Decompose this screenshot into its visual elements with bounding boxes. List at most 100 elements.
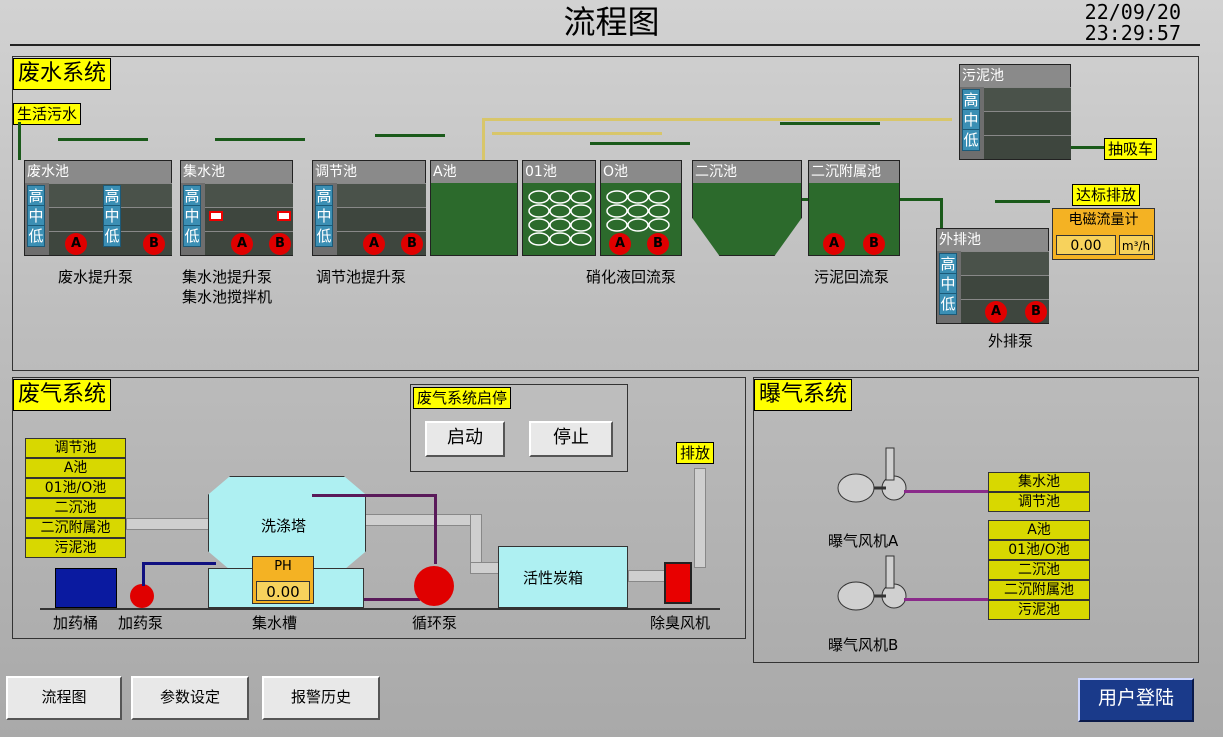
wastewater-system-label: 废水系统 [13,58,112,90]
nav-params-button[interactable]: 参数设定 [131,676,249,720]
pump-a-icon[interactable]: A [609,233,631,255]
flowmeter-panel: 电磁流量计 0.00 m³/h [1052,208,1155,260]
blower-b-caption: 曝气风机B [828,636,899,654]
page-title: 流程图 [563,3,660,41]
circ-pipe-down [434,494,437,564]
ph-value: 0.00 [256,581,310,601]
ph-panel: PH 0.00 [252,556,314,604]
level-low-indicator: 低 [939,293,957,315]
sludge-return-pump-caption: 污泥回流泵 [814,268,890,286]
pump-b-icon[interactable]: B [269,233,291,255]
discharge-label: 排放 [676,442,715,464]
aeration-panel [753,377,1199,663]
level-mid-indicator: 中 [183,205,201,227]
bay [961,275,1049,299]
nitrification-pump-caption: 硝化液回流泵 [586,268,677,286]
pipe-tj-a [375,134,445,137]
pipe-to-discharge [995,200,1050,203]
yellow-pipe-2 [492,132,662,135]
stack-duct [694,468,706,568]
scrubber-tower: 洗涤塔 [208,476,366,570]
pump-b-icon[interactable]: B [401,233,423,255]
circ-pipe-bottom [364,598,420,601]
level-high-indicator: 高 [27,185,45,207]
source-item: 二沉池 [25,498,126,518]
title-divider [10,44,1200,46]
regulating-pump-caption: 调节池提升泵 [316,268,407,286]
level-mid-indicator: 中 [103,205,121,227]
dosing-pipe [142,562,145,586]
level-mid-indicator: 中 [27,205,45,227]
pump-a-icon[interactable]: A [823,233,845,255]
air-pipe-b [904,598,988,601]
collection-lift-pump-caption: 集水池提升泵 [182,268,273,286]
duct-source-to-scrubber [126,518,210,530]
ground-line [40,608,720,610]
o1-pool-tank: 01池 [522,160,596,256]
collection-pool-title: 集水池 [181,161,292,183]
pump-b-icon[interactable]: B [863,233,885,255]
level-low-indicator: 低 [962,129,980,151]
start-stop-label: 废气系统启停 [413,387,512,409]
source-item: 污泥池 [25,538,126,558]
level-mid-indicator: 中 [939,273,957,295]
pump-a-icon[interactable]: A [985,301,1007,323]
outfall-pool-tank: 外排池 高 中 低 A B [936,228,1049,324]
clarifier-annex-title: 二沉附属池 [809,161,899,183]
regulating-pool-tank: 调节池 高 中 低 A B [312,160,426,256]
level-high-indicator: 高 [315,185,333,207]
blower-a-icon[interactable] [836,444,916,514]
flowmeter-unit: m³/h [1119,235,1153,255]
blower-a-caption: 曝气风机A [828,532,899,550]
dosing-tank [55,568,117,608]
stop-button[interactable]: 停止 [529,421,613,457]
blower-b-icon[interactable] [836,552,916,622]
aeration-media-icon [606,190,670,232]
pump-b-icon[interactable]: B [1025,301,1047,323]
pump-b-icon[interactable]: B [143,233,165,255]
circulation-pump-icon[interactable] [414,566,454,606]
pump-a-icon[interactable]: A [231,233,253,255]
ph-label: PH [274,559,292,574]
aeration-system-label: 曝气系统 [754,379,853,411]
pump-a-icon[interactable]: A [363,233,385,255]
exhaust-sources-list: 调节池 A池 01池/O池 二沉池 二沉附属池 污泥池 [25,438,126,558]
sump-caption: 集水槽 [252,614,298,632]
duct-scrubber-out [360,514,480,526]
o-pool-tank: O池 A B [600,160,682,256]
dosing-pump-icon[interactable] [130,584,154,608]
pipe-fs-js [58,138,148,141]
circulation-pump-caption: 循环泵 [412,614,458,632]
dosing-tank-caption: 加药桶 [53,614,99,632]
circ-pipe-top [312,494,436,497]
nav-flow-button[interactable]: 流程图 [6,676,122,720]
flowmeter-label: 电磁流量计 [1068,212,1139,228]
pump-b-icon[interactable]: B [647,233,669,255]
aeration-targets-list: 集水池 调节池 A池 01池/O池 二沉池 二沉附属池 污泥池 [988,472,1090,620]
target-item: 01池/O池 [988,540,1090,560]
source-item: 二沉附属池 [25,518,126,538]
level-high-indicator: 高 [183,185,201,207]
sludge-pool-title: 污泥池 [960,65,1070,87]
o-pool-title: O池 [601,161,681,183]
wastewater-panel [12,56,1199,371]
aeration-media-icon [528,190,592,246]
top-yellow-pipe [482,118,952,121]
o1-pool-title: 01池 [523,161,595,183]
deodor-fan-icon[interactable] [664,562,692,604]
start-button[interactable]: 启动 [425,421,505,457]
login-button[interactable]: 用户登陆 [1078,678,1194,722]
clarifier-annex-tank: 二沉附属池 A B [808,160,900,256]
pipe-to-truck [1070,146,1105,149]
nav-alarms-button[interactable]: 报警历史 [262,676,380,720]
waste-lift-pump-caption: 废水提升泵 [58,268,134,286]
bay [961,251,1049,275]
dosing-pipe-h [142,562,216,565]
pipe-out-drop [940,198,943,228]
mixer-icon[interactable] [209,211,223,221]
pump-a-icon[interactable]: A [65,233,87,255]
mixer-icon[interactable] [277,211,291,221]
target-item: 二沉附属池 [988,580,1090,600]
carbon-box-label: 活性炭箱 [523,569,584,587]
